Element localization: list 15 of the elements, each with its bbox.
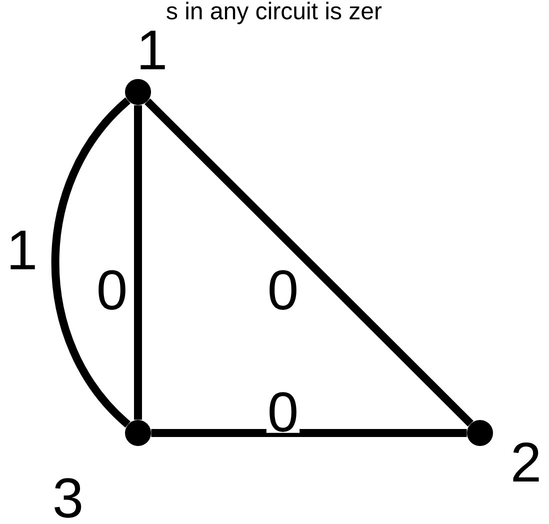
vertex-dot bbox=[125, 79, 151, 105]
edge-line bbox=[134, 105, 142, 420]
vertex-dot bbox=[467, 420, 493, 446]
vertex-label: 1 bbox=[140, 30, 165, 70]
edge-line bbox=[151, 429, 467, 437]
edge-label: 1 bbox=[5, 230, 39, 270]
edge-label: 0 bbox=[266, 391, 300, 433]
vertex-dot bbox=[125, 420, 151, 446]
edge-line bbox=[51, 98, 131, 428]
edge-label: 0 bbox=[95, 269, 129, 311]
caption-text: s in any circuit is zer bbox=[166, 2, 382, 24]
vertex-label: 3 bbox=[54, 478, 82, 518]
edge-line bbox=[144, 98, 474, 426]
edge-label: 0 bbox=[266, 269, 300, 311]
vertex-label: 2 bbox=[513, 442, 539, 482]
